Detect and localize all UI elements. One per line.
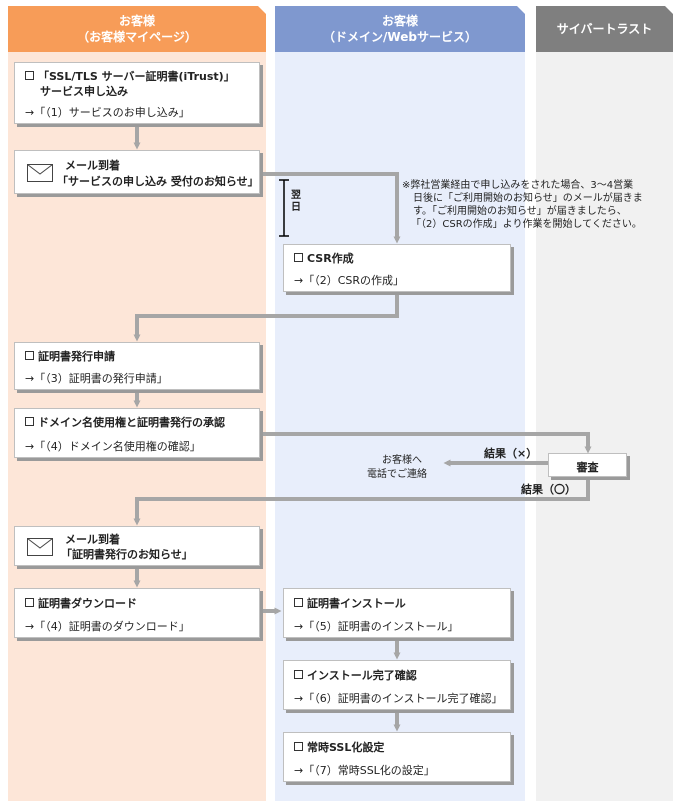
domain-lane-header: お客様 （ドメイン/Webサービス）: [275, 6, 525, 52]
customer-lane-subtitle: （お客様マイページ）: [77, 30, 197, 44]
step-mail2-subtitle: 「証明書発行のお知らせ」: [61, 548, 193, 561]
step-mail1-title: メール到着: [65, 159, 120, 172]
step-install-title: 証明書インストール: [307, 597, 406, 610]
result-ok-label: 結果（〇）: [521, 483, 576, 496]
step-issue-request[interactable]: 証明書発行申請 →「（3）証明書の発行申請」: [14, 342, 260, 390]
step-mail-received-1: メール到着 「サービスの申し込み 受付のお知らせ」: [14, 150, 260, 194]
step-install-check[interactable]: インストール完了確認 →「（6）証明書のインストール完了確認」: [283, 660, 511, 710]
domain-lane-subtitle: （ドメイン/Webサービス）: [323, 30, 477, 44]
checkbox-icon: [294, 598, 303, 607]
arrow-review-ok: [133, 475, 590, 526]
cybertrust-lane: [536, 52, 673, 801]
arrow-mail-to-csr: [261, 172, 401, 244]
checkbox-icon: [294, 670, 303, 679]
step-approval[interactable]: ドメイン名使用権と証明書発行の承認 →「（4）ドメイン名使用権の確認」: [14, 408, 260, 458]
customer-lane-title: お客様: [118, 14, 155, 28]
step-install-check-title: インストール完了確認: [307, 669, 417, 682]
step-mail1-subtitle: 「サービスの申し込み 受付のお知らせ」: [57, 175, 259, 188]
step-apply[interactable]: 「SSL/TLS サーバー証明書(iTrust)」 サービス申し込み →「（1）…: [14, 62, 260, 124]
result-ng-label: 結果（×）: [484, 447, 538, 460]
step-approval-link[interactable]: →「（4）ドメイン名使用権の確認」: [25, 440, 201, 453]
step-ssl-setting-title: 常時SSL化設定: [307, 741, 385, 754]
cybertrust-lane-title: サイバートラスト: [556, 22, 653, 36]
next-day-label: 翌日: [291, 190, 301, 213]
checkbox-icon: [25, 417, 34, 426]
sales-note-line-2: 日後に「ご利用開始のお知らせ」のメールが届きま: [413, 193, 643, 204]
checkbox-icon: [25, 598, 34, 607]
step-apply-link[interactable]: →「（1）サービスのお申し込み」: [25, 106, 190, 119]
step-csr-title: CSR作成: [307, 252, 354, 265]
step-approval-title: ドメイン名使用権と証明書発行の承認: [38, 416, 225, 429]
step-csr[interactable]: CSR作成 →「（2）CSRの作成」: [283, 244, 511, 292]
step-download-title: 証明書ダウンロード: [38, 597, 137, 610]
sales-note: ※弊社営業経由で申し込みをされた場合、3～4営業 日後に「ご利用開始のお知らせ」…: [402, 179, 674, 231]
domain-lane-title: お客様: [381, 14, 418, 28]
step-apply-title: 「SSL/TLS サーバー証明書(iTrust)」: [38, 70, 235, 83]
checkbox-icon: [25, 71, 34, 80]
step-issue-request-link[interactable]: →「（3）証明書の発行申請」: [25, 372, 168, 385]
next-day-bracket: [279, 179, 289, 237]
sales-note-line-4: 「（2）CSRの作成」より作業を開始してください。: [411, 219, 642, 230]
cybertrust-lane-header: サイバートラスト: [536, 6, 673, 52]
step-download-link[interactable]: →「（4）証明書のダウンロード」: [25, 620, 190, 633]
step-apply-title-line2: サービス申し込み: [40, 85, 128, 98]
contact-line-1: お客様へ: [382, 455, 422, 466]
step-ssl-setting[interactable]: 常時SSL化設定 →「（7）常時SSL化の設定」: [283, 732, 511, 782]
step-issue-request-title: 証明書発行申請: [38, 350, 115, 363]
checkbox-icon: [25, 351, 34, 360]
contact-line-2: 電話でご連絡: [367, 469, 427, 480]
step-ssl-setting-link[interactable]: →「（7）常時SSL化の設定」: [294, 764, 435, 777]
step-review-title: 審査: [576, 461, 599, 474]
step-install-check-link[interactable]: →「（6）証明書のインストール完了確認」: [294, 692, 503, 705]
checkbox-icon: [294, 253, 303, 262]
step-review: 審査: [548, 453, 627, 477]
step-download[interactable]: 証明書ダウンロード →「（4）証明書のダウンロード」: [14, 588, 260, 638]
step-install[interactable]: 証明書インストール →「（5）証明書のインストール」: [283, 588, 511, 638]
step-mail-received-2: メール到着 「証明書発行のお知らせ」: [14, 526, 260, 566]
step-csr-link[interactable]: →「（2）CSRの作成」: [294, 274, 405, 287]
step-install-link[interactable]: →「（5）証明書のインストール」: [294, 620, 459, 633]
mail-icon: [27, 164, 53, 182]
sales-note-line-1: ※弊社営業経由で申し込みをされた場合、3～4営業: [402, 180, 634, 191]
arrow-csr-to-issue: [133, 294, 399, 342]
customer-lane-header: お客様 （お客様マイページ）: [8, 6, 266, 52]
mail-icon: [27, 538, 53, 556]
checkbox-icon: [294, 742, 303, 751]
sales-note-line-3: す。「ご利用開始のお知らせ」が届きましたら、: [413, 206, 627, 217]
arrow-approval-to-review: [261, 432, 592, 454]
step-mail2-title: メール到着: [65, 533, 120, 546]
